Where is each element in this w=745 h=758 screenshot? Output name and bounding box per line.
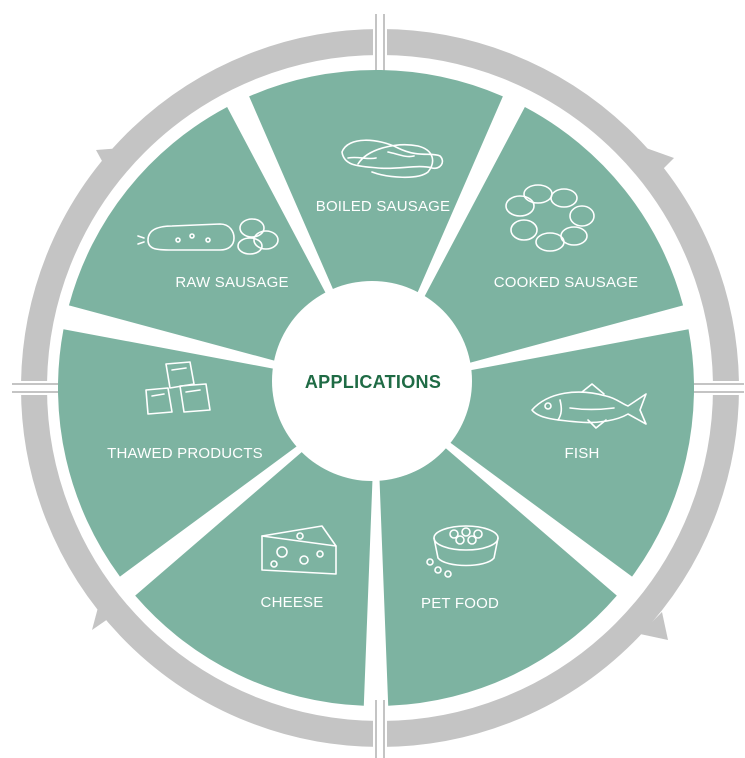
segment-thawed-products [58, 329, 302, 577]
segment-label-pet-food: PET FOOD [421, 595, 499, 612]
fish-icon [531, 383, 647, 429]
pet-food-icon [426, 525, 499, 578]
segment-pet-food [379, 448, 617, 706]
center-title: APPLICATIONS [305, 372, 441, 392]
arrow-head [640, 612, 668, 640]
arrow-head [96, 148, 122, 172]
segment-label-raw-sausage: RAW SAUSAGE [175, 274, 288, 291]
segment-labels: BOILED SAUSAGE COOKED SAUSAGE FISH PET F… [107, 198, 638, 612]
segment-label-thawed-products: THAWED PRODUCTS [107, 445, 263, 462]
segment-label-cooked-sausage: COOKED SAUSAGE [494, 274, 639, 291]
cheese-icon [261, 525, 337, 575]
segment-label-boiled-sausage: BOILED SAUSAGE [316, 198, 451, 215]
segment-cooked-sausage [419, 106, 684, 365]
arrow-head [646, 148, 674, 178]
boiled-sausage-icon [341, 139, 444, 179]
arrow-head [92, 600, 118, 630]
cooked-sausage-icon [505, 184, 595, 252]
segments [58, 70, 694, 706]
segment-fish [450, 329, 694, 577]
ring-arrows [92, 148, 674, 640]
segment-cheese [135, 448, 373, 706]
segment-label-cheese: CHEESE [261, 594, 324, 611]
center-disc [272, 281, 472, 481]
segment-boiled-sausage [249, 70, 503, 304]
raw-sausage-icon [137, 218, 279, 255]
ice-cubes-icon [145, 361, 211, 415]
segment-label-fish: FISH [565, 445, 600, 462]
segment-raw-sausage [68, 106, 333, 365]
